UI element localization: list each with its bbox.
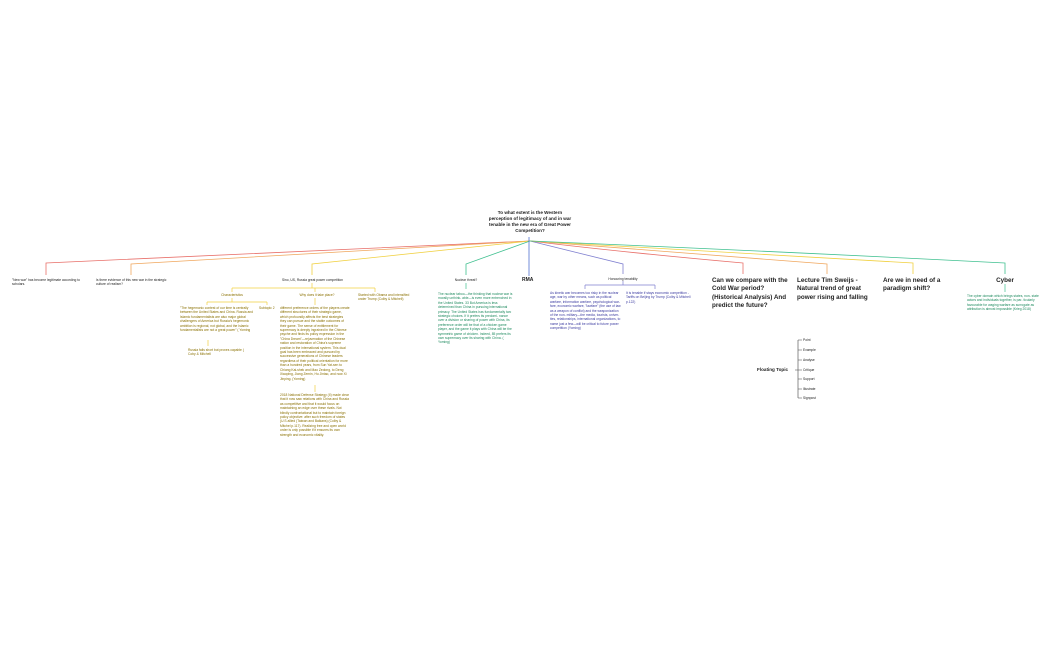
floating-item-support[interactable]: Support <box>803 377 815 381</box>
topic-great-power-competition[interactable]: Sino, US, Russia great power competition <box>281 278 344 282</box>
subtopic-cyber-domain[interactable]: The cyber domain which brings states, no… <box>967 294 1039 312</box>
floating-item-example[interactable]: Example <box>803 348 816 352</box>
subtopic-characteristics[interactable]: Characteristics <box>221 293 243 297</box>
subtopic-economic-competition[interactable]: It is tenable if stays economic competit… <box>626 291 691 304</box>
subtopic-2[interactable]: Subtopic 2 <box>259 306 275 310</box>
subtopic-why-take-place[interactable]: Why does it take place? <box>299 293 335 297</box>
topic-new-war[interactable]: "New war" has become legitimate accordin… <box>12 278 80 287</box>
topic-paradigm-shift[interactable]: Are we in need of a paradigm shift? <box>883 277 941 293</box>
floating-topic[interactable]: Floating Topic <box>757 367 789 372</box>
subtopic-russia-falls-short[interactable]: Russia falls short but proves capable ( … <box>188 348 244 357</box>
subtopic-nuclear-taboo[interactable]: The nuclear taboo—the thinking that nucl… <box>438 292 513 345</box>
topic-cold-war-comparison[interactable]: Can we compare with the Cold War period?… <box>712 277 788 310</box>
floating-item-signpost[interactable]: Signpost <box>803 396 816 400</box>
topic-nuclear-threat[interactable]: Nuclear threat? <box>454 278 478 282</box>
floating-item-critique[interactable]: Critique <box>803 368 815 372</box>
central-topic[interactable]: To what extent is the Western perception… <box>488 210 572 233</box>
subtopic-national-defense-strategy[interactable]: 2018 National Defense Strategy (II) made… <box>280 393 349 437</box>
subtopic-hegemonic-contest[interactable]: "The hegemonic contest of our time is ce… <box>180 306 253 333</box>
floating-item-point[interactable]: Point <box>803 338 811 342</box>
floating-item-illustrate[interactable]: Illustrate <box>803 387 816 391</box>
floating-item-analyse[interactable]: Analyse <box>803 358 815 362</box>
subtopic-preference-orders[interactable]: different preference orders of the playe… <box>280 306 350 381</box>
topic-lecture-tim-sweijs[interactable]: Lecture Tim Sweijs - Natural trend of gr… <box>797 277 868 301</box>
topic-strategic-culture[interactable]: Is there evidence of this new war in the… <box>96 278 167 287</box>
topic-rma[interactable]: RMA <box>522 277 534 283</box>
subtopic-kinetic-war[interactable]: As kinetic war becomes too risky in the … <box>550 291 621 331</box>
topic-cyber[interactable]: Cyber <box>996 277 1014 284</box>
subtopic-obama-trump[interactable]: Started with Obama and intensified under… <box>358 293 410 302</box>
topic-honouring-tenability[interactable]: Honouring tenability <box>608 277 638 281</box>
